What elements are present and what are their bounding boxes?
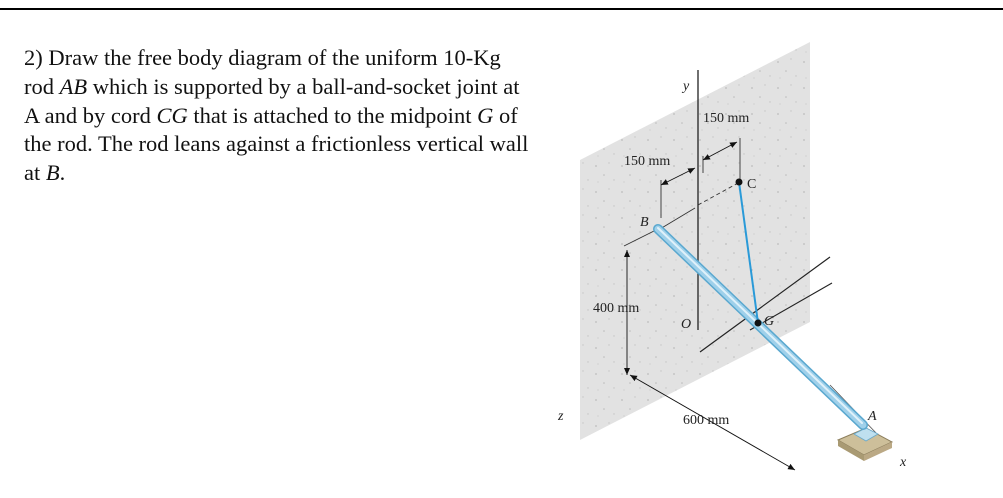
- wall-point-name: B: [45, 160, 60, 186]
- top-divider: [0, 8, 1003, 10]
- base-plate-side: [838, 440, 864, 461]
- label-axis-z: z: [557, 409, 564, 424]
- point-c: [735, 178, 743, 186]
- floor-edge-line: [749, 282, 833, 331]
- dimension-arrow-150-top: [702, 141, 738, 161]
- label-point-b: B: [640, 215, 649, 230]
- label-dim-150-top: 150 mm: [703, 111, 749, 126]
- point-g: [754, 319, 762, 327]
- dimension-extension: [623, 229, 657, 247]
- label-dim-400: 400 mm: [593, 301, 639, 316]
- rod-figure: 150 mm 150 mm 400 mm 600 mm A B C G O y …: [557, 42, 907, 471]
- rod-name: AB: [59, 73, 88, 99]
- base-plate-side: [864, 442, 892, 461]
- label-axis-x: x: [899, 455, 907, 470]
- label-dim-600: 600 mm: [683, 413, 729, 428]
- label-point-c: C: [747, 177, 756, 192]
- problem-number: 2): [24, 45, 43, 70]
- reference-line: [697, 181, 741, 206]
- label-point-a: A: [867, 409, 877, 424]
- socket-block: [853, 427, 879, 442]
- dimension-arrow-150-left: [660, 167, 696, 186]
- label-point-o: O: [681, 317, 691, 332]
- problem-statement: 2) Draw the free body diagram of the uni…: [24, 44, 534, 188]
- midpoint-name: G: [477, 102, 494, 128]
- dimension-arrow-600: [629, 374, 796, 471]
- label-dim-150-left: 150 mm: [624, 154, 670, 169]
- label-point-g: G: [764, 314, 774, 329]
- floor-edge-line: [699, 256, 831, 353]
- cord-cg: [738, 181, 759, 324]
- problem-text: 2) Draw the free body diagram of the uni…: [24, 45, 529, 186]
- label-axis-y: y: [681, 79, 690, 94]
- cord-name: CG: [156, 102, 188, 128]
- wall-panel: [580, 42, 810, 440]
